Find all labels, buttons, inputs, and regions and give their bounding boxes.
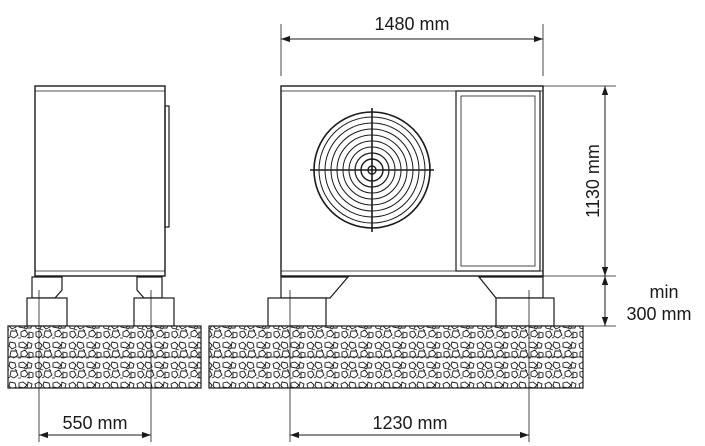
depth-feet-label: 550 mm [62, 413, 127, 433]
clearance-label-line1: min [649, 282, 678, 302]
width-feet-label: 1230 mm [372, 413, 447, 433]
side-view-pedestal-right [133, 297, 175, 327]
service-panel [455, 90, 541, 272]
front-view-pedestal-right [495, 297, 555, 327]
side-view-pedestal-left [26, 297, 68, 327]
width-label: 1480 mm [374, 14, 449, 34]
front-view-foot-left [280, 276, 350, 299]
front-view-foot-right [477, 276, 544, 299]
height-label: 1130 mm [583, 144, 603, 218]
side-view-foot-right [136, 276, 163, 299]
front-view: 1480 mm [208, 14, 692, 442]
side-view: 550 mm [7, 85, 202, 442]
side-view-foot-left [31, 276, 63, 299]
clearance-label-line2: 300 mm [626, 304, 691, 324]
fan-grille-icon [310, 108, 434, 232]
front-view-body [280, 85, 544, 277]
side-view-fan-guard [164, 105, 170, 228]
front-view-pedestal-left [267, 297, 327, 327]
side-view-body [34, 85, 166, 277]
service-panel-inner [460, 95, 536, 267]
